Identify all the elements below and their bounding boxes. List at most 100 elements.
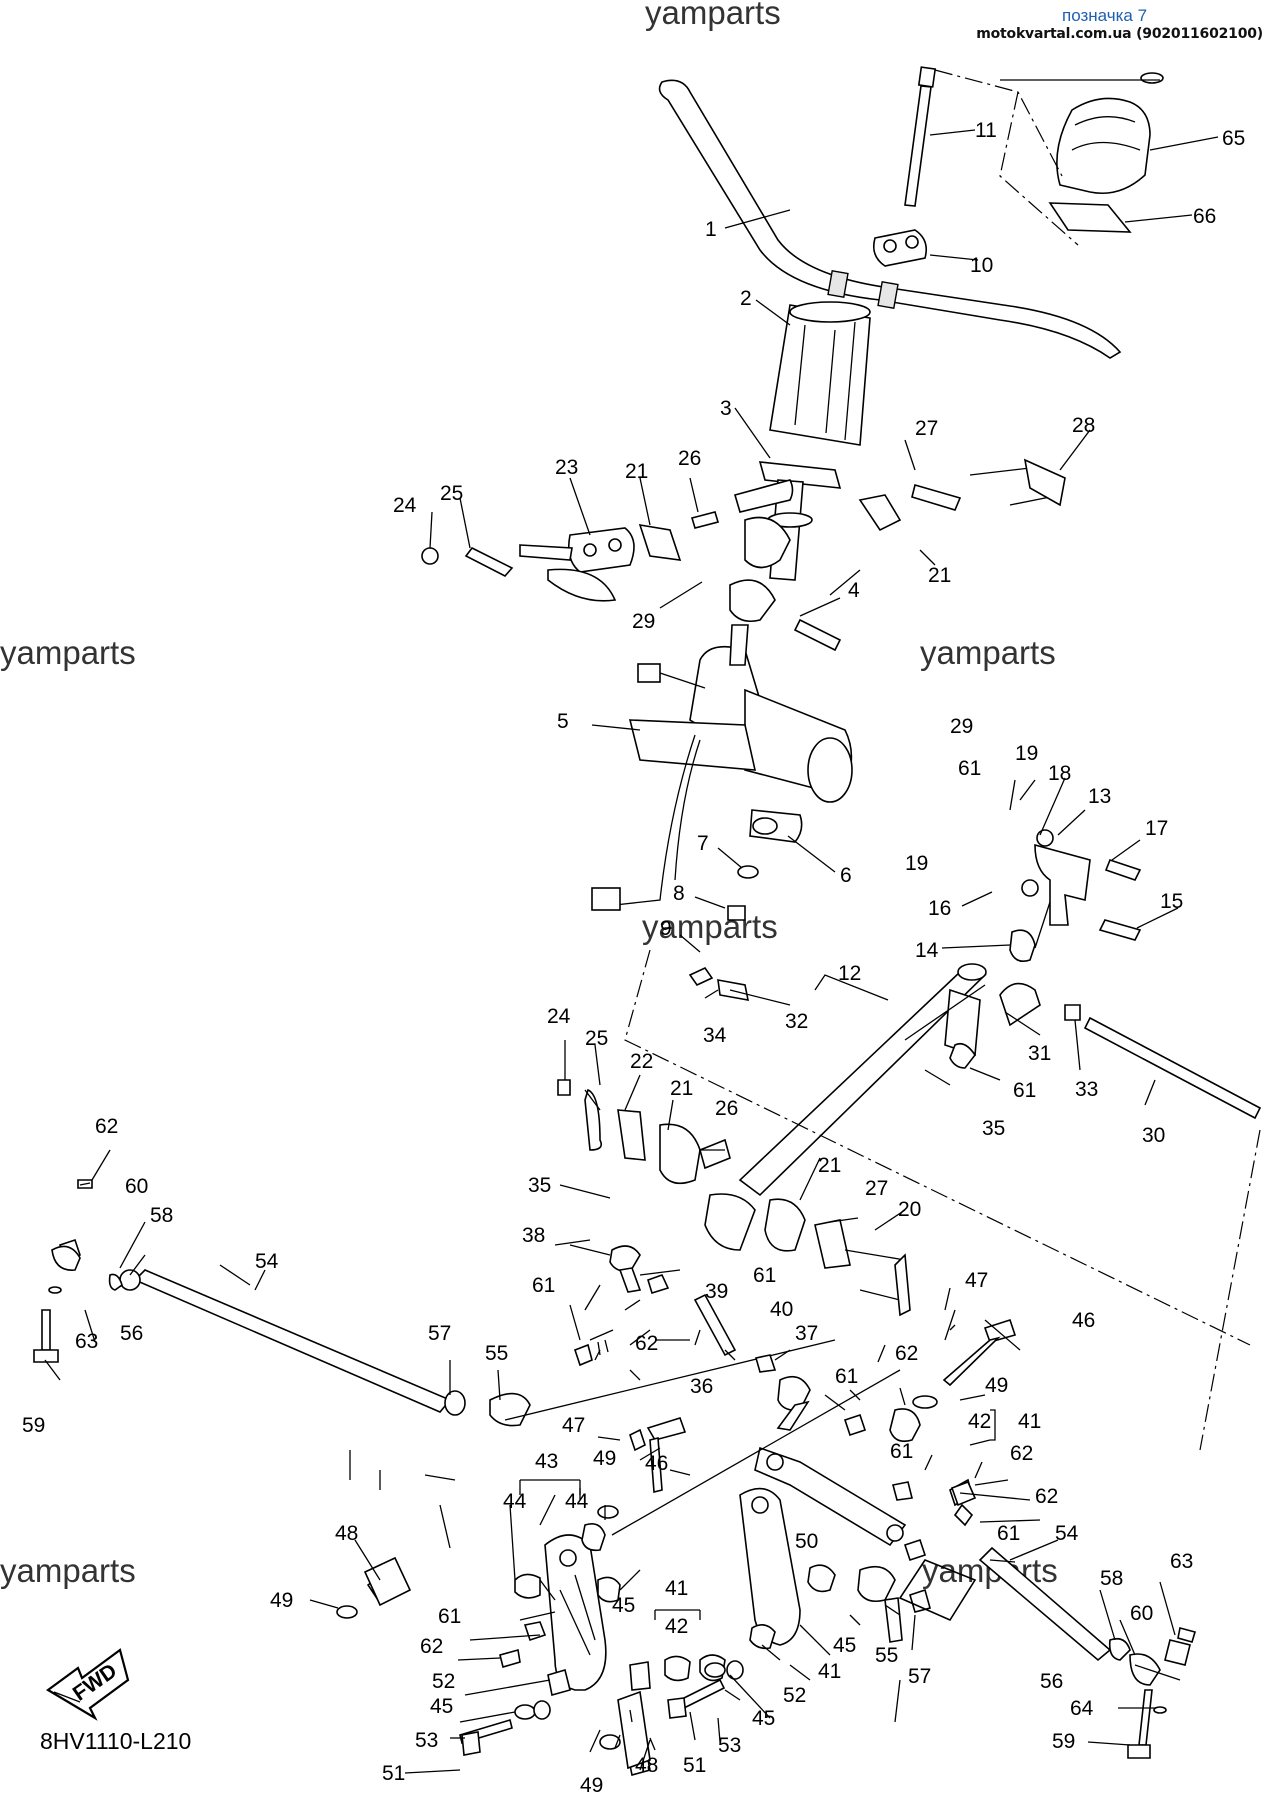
callout-47: 47 [965,1269,988,1292]
callout-55b: 55 [875,1644,898,1667]
callout-28: 28 [1072,414,1095,437]
callout-59b: 59 [1052,1730,1075,1753]
callout-62c: 62 [895,1342,918,1365]
callout-51b: 51 [683,1754,706,1777]
callout-41c: 41 [818,1660,841,1683]
callout-49c: 49 [270,1589,293,1612]
callout-53b: 53 [718,1734,741,1757]
callout-10: 10 [970,254,993,277]
callout-7: 7 [697,832,709,855]
center-link-bolts-part [573,1245,811,1431]
callout-8: 8 [673,882,685,905]
callout-17: 17 [1145,817,1168,840]
callout-56b: 56 [1040,1670,1063,1693]
callout-11: 11 [975,119,997,142]
callout-21: 21 [625,460,648,483]
callout-40: 40 [770,1298,793,1321]
watermark: yamparts [645,0,781,31]
watermark: yamparts [920,634,1056,671]
callout-29b: 29 [950,715,973,738]
callout-26: 26 [678,447,701,470]
callout-61f: 61 [890,1440,913,1463]
callout-62: 62 [95,1115,118,1138]
callout-31: 31 [1028,1042,1051,1065]
power-steering-unit-part [591,624,853,911]
callout-58b: 58 [1100,1567,1123,1590]
callout-65: 66 [1193,205,1216,228]
callout-25b: 25 [585,1027,608,1050]
callout-18: 18 [1048,762,1071,785]
callout-33: 33 [1075,1078,1098,1101]
callout-62f: 62 [420,1635,443,1658]
callout-22: 22 [630,1050,653,1073]
bracket-part [749,809,803,843]
rod-part [1083,1016,1262,1120]
callout-38: 38 [522,1224,545,1247]
callout-1: 1 [705,218,717,241]
assembly-dash-line [934,69,1079,246]
callout-61d: 61 [532,1274,555,1297]
bolt-part [904,66,937,207]
callout-57b: 57 [908,1665,931,1688]
callout-6: 6 [840,864,852,887]
nut-part [949,1042,976,1069]
callout-30: 30 [1142,1124,1165,1147]
callout-61e: 61 [835,1365,858,1388]
callout-15: 15 [1160,890,1183,913]
column-cover-part [769,301,871,446]
callout-54: 54 [255,1250,279,1273]
callout-45: 45 [612,1594,635,1617]
callout-21c: 21 [670,1077,693,1100]
center-bellcrank-part [611,1369,907,1547]
callout-61: 61 [958,757,981,780]
callout-27: 27 [915,417,938,440]
washer-part [737,865,759,879]
callout-20: 20 [898,1198,921,1221]
callout-46: 46 [1072,1309,1095,1332]
clamp-part [872,229,928,267]
diagram-code: 8HV1110-L210 [40,1728,192,1754]
header-site: motokvartal.com.ua (902011602100) [976,26,1263,42]
callout-34: 34 [703,1024,727,1047]
header-title: позначка 7 [1062,6,1148,25]
callout-23: 23 [555,456,578,479]
callout-61h: 61 [438,1605,461,1628]
callout-45b: 45 [833,1634,856,1657]
nut-part [1064,1004,1081,1021]
callout-63b: 64 [1070,1697,1094,1720]
callout-47b: 47 [562,1414,585,1437]
tie-rod-end-part [717,979,750,1001]
left-bushings-part [363,1556,651,1770]
lower-left-arm-part [336,1534,621,1756]
watermark: yamparts [0,634,136,671]
callout-29: 29 [632,610,655,633]
callout-44b: 44 [565,1490,589,1513]
forward-arrow-icon [46,1648,130,1721]
callout-59: 59 [22,1414,45,1437]
callout-50: 50 [795,1530,818,1553]
cover-part [1048,72,1164,233]
callout-19: 19 [1015,742,1038,765]
callout-3: 3 [720,397,732,420]
callout-43: 43 [535,1450,558,1473]
watermark: yamparts [642,908,778,945]
callout-51: 51 [382,1762,405,1785]
callout-62g: 63 [1170,1550,1193,1573]
callout-12: 12 [838,962,861,985]
callout-56: 56 [120,1322,143,1345]
callout-42: 42 [968,1410,991,1433]
callout-62d: 62 [1010,1442,1033,1465]
callout-14: 14 [915,939,939,962]
callout-58: 58 [150,1204,173,1227]
middle-linkage-part [557,1079,911,1317]
group-brackets [519,1409,996,1620]
nut-part [688,966,714,987]
callout-45d: 45 [752,1707,775,1730]
callout-53: 53 [415,1729,438,1752]
tie-rod-left-part [33,1179,466,1416]
callout-21b: 21 [928,564,951,587]
nut-part [727,905,746,921]
callout-24b: 24 [547,1005,571,1028]
callout-45c: 45 [430,1695,453,1718]
